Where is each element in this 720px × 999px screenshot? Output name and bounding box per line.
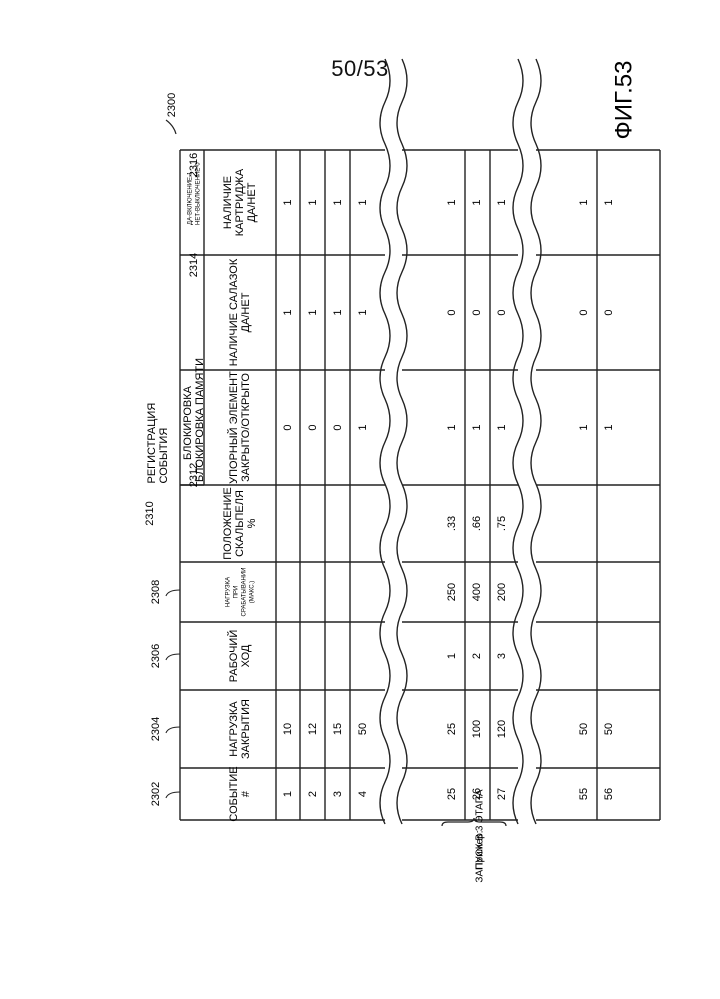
group-title: БЛОКИРОВКА (182, 385, 194, 460)
break-wave (397, 59, 407, 824)
column-header: ХОД (240, 644, 252, 667)
column-header: ЗАКРЫТИЯ (240, 699, 252, 759)
ref-number: 2304 (150, 717, 162, 741)
table-cell: 50 (357, 723, 369, 735)
table-cell: 0 (307, 424, 319, 430)
table-cell: 1 (471, 424, 483, 430)
column-header: ДА/НЕТ (246, 182, 258, 222)
table-cell: 120 (496, 720, 508, 738)
table-cell: 0 (446, 309, 458, 315)
table-cell: 3 (496, 653, 508, 659)
table-cell: 0 (496, 309, 508, 315)
column-header: % (246, 518, 258, 528)
table-cell: 400 (471, 583, 483, 601)
table-cell: 25 (446, 788, 458, 800)
column-header: НАГРУЗКА (228, 701, 240, 757)
group-title: СОБЫТИЯ (158, 428, 170, 484)
table-cell: 1 (496, 199, 508, 205)
table-cell: 12 (307, 723, 319, 735)
column-header: СОБЫТИЕ (228, 766, 240, 821)
table-cell: 1 (282, 199, 294, 205)
ref-leader (166, 120, 176, 134)
column-header: (МАКС.) (250, 581, 256, 603)
table-cell: 0 (603, 309, 615, 315)
table-cell: 1 (446, 199, 458, 205)
ref-leader (166, 590, 180, 596)
table-cell: 50 (603, 723, 615, 735)
table-cell: 15 (332, 723, 344, 735)
table-cell: .66 (471, 516, 483, 531)
ref-number: 2308 (150, 580, 162, 604)
table-cell: 1 (282, 791, 294, 797)
table-cell: 1 (357, 424, 369, 430)
ref-number: 2314 (188, 253, 200, 277)
column-header: РАБОЧИЙ (227, 630, 240, 683)
table-cell: 3 (332, 791, 344, 797)
ref-number: 2302 (150, 782, 162, 806)
table-cell: 1 (446, 424, 458, 430)
table-cell: 2 (471, 653, 483, 659)
side-note: ЗАПУСК В 3 ЭТАПА (475, 789, 486, 882)
table-cell: 1 (496, 424, 508, 430)
column-header: СРАБАТЫВАНИИ (242, 567, 248, 616)
table-cell: 1 (332, 199, 344, 205)
table-cell: 0 (282, 424, 294, 430)
table-cell: 1 (357, 199, 369, 205)
ref-number: 2310 (144, 501, 156, 525)
note: ДА-ВКЛЮЧЕНИЕ-1 (188, 171, 194, 225)
table-cell: 1 (282, 309, 294, 315)
break-wave (380, 59, 390, 824)
table-cell: 1 (603, 424, 615, 430)
table-cell: .75 (496, 516, 508, 531)
ref-leader (166, 727, 180, 733)
table-cell: 1 (471, 199, 483, 205)
column-header: ЗАКРЫТО/ОТКРЫТО (240, 373, 252, 482)
column-header: ПРИ (234, 586, 240, 599)
ref-leader (166, 654, 180, 660)
table-cell: 1 (307, 199, 319, 205)
table-cell: 1 (357, 309, 369, 315)
table-cell: 100 (471, 720, 483, 738)
column-header: КАРТРИДЖА (234, 168, 246, 236)
table-cell: 0 (578, 309, 590, 315)
table-cell: 1 (603, 199, 615, 205)
table-cell: 2 (307, 791, 319, 797)
column-header: ДА/НЕТ (240, 292, 252, 332)
ref-leader (166, 792, 180, 798)
column-header: НАЛИЧИЕ САЛАЗОК (228, 258, 240, 366)
table-cell: 250 (446, 583, 458, 601)
table-cell: 1 (332, 309, 344, 315)
table-cell: 27 (496, 788, 508, 800)
break-wave (513, 59, 523, 824)
column-header: СКАЛЬПЕЛЯ (234, 490, 246, 557)
table-cell: 50 (578, 723, 590, 735)
column-header: # (240, 790, 252, 797)
column-header: НАЛИЧИЕ (222, 176, 234, 229)
table-cell: 200 (496, 583, 508, 601)
table-cell: 0 (332, 424, 344, 430)
table-cell: 4 (357, 791, 369, 797)
ref-number: 2300 (166, 93, 178, 117)
table-cell: 10 (282, 723, 294, 735)
column-header: ПОЛОЖЕНИЕ (222, 487, 234, 560)
table-cell: 1 (578, 424, 590, 430)
ref-number: 2312 (188, 463, 200, 487)
note: НЕТ-ВЫКЛЮЧЕНИЕ-0 (196, 162, 202, 225)
column-header: УПОРНЫЙ ЭЛЕМЕНТ (227, 371, 240, 484)
figure-label: ФИГ.53 (610, 61, 637, 140)
table-cell: 1 (578, 199, 590, 205)
group-title: РЕГИСТРАЦИЯ (146, 403, 158, 484)
table-cell: 1 (446, 653, 458, 659)
table-cell: 55 (578, 788, 590, 800)
ref-number: 2306 (150, 644, 162, 668)
table-cell: 1 (307, 309, 319, 315)
column-header: НАГРУЗКА (226, 577, 232, 607)
table-cell: 0 (471, 309, 483, 315)
table-cell: 25 (446, 723, 458, 735)
table-cell: .33 (446, 516, 458, 531)
break-wave (531, 59, 541, 824)
table-cell: 56 (603, 788, 615, 800)
